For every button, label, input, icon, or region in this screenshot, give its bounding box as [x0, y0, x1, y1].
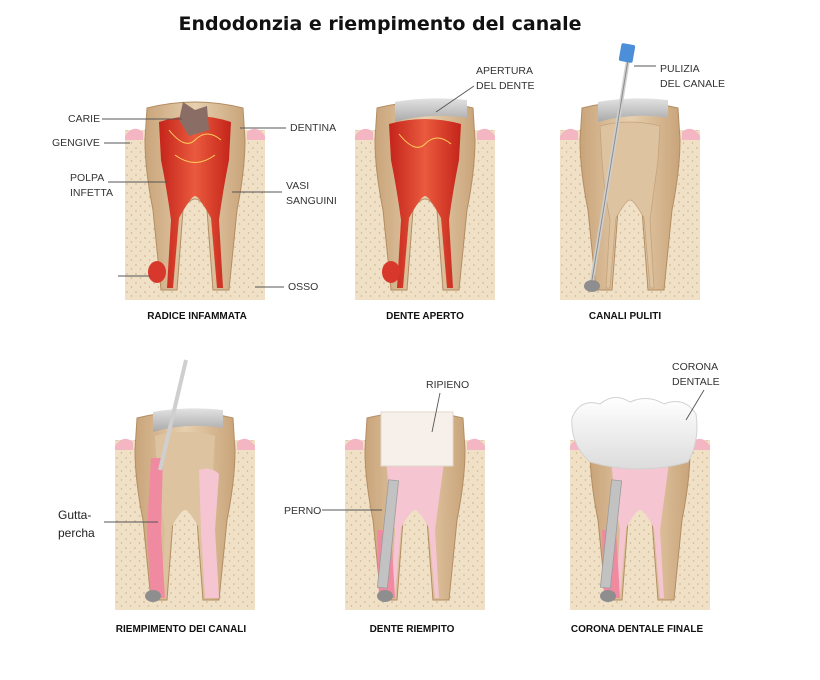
label-vasi-2: SANGUINI — [286, 195, 337, 207]
label-corona-2: DENTALE — [672, 376, 720, 388]
panel-3-labels: PULIZIA DEL CANALE — [634, 63, 725, 90]
label-dentina: DENTINA — [290, 122, 336, 134]
panel-corona-dentale-finale — [569, 411, 711, 611]
label-vasi-1: VASI — [286, 180, 309, 192]
caption-riempimento-canali: RIEMPIMENTO DEI CANALI — [116, 624, 247, 635]
label-apertura-1: APERTURA — [476, 65, 533, 77]
panel-4-labels: Gutta- percha — [58, 508, 158, 540]
label-pulizia-1: PULIZIA — [660, 63, 700, 75]
caption-dente-aperto: DENTE APERTO — [386, 311, 464, 322]
label-ripieno: RIPIENO — [426, 379, 469, 391]
dental-crown — [571, 397, 698, 470]
infected-pulp — [159, 116, 231, 288]
label-polpa-1: POLPA — [70, 172, 104, 184]
gutta-percha — [147, 458, 165, 598]
infected-pulp — [389, 119, 461, 288]
plugger-instrument — [158, 359, 188, 471]
label-polpa-2: INFETTA — [70, 187, 113, 199]
post — [376, 479, 400, 589]
caption-corona-dentale-finale: CORONA DENTALE FINALE — [571, 624, 704, 635]
endodontic-file — [590, 43, 636, 281]
caries — [179, 102, 209, 136]
label-carie: CARIE — [68, 113, 100, 125]
panel-dente-aperto — [354, 98, 496, 301]
label-gutta-2: percha — [58, 526, 95, 540]
panel-riempimento-canali — [114, 408, 256, 611]
label-osso: OSSO — [288, 281, 318, 293]
panel-1-labels: CARIE GENGIVE POLPA INFETTA DENTINA VASI… — [52, 113, 337, 293]
caption-canali-puliti: CANALI PULITI — [589, 311, 661, 322]
caption-radice-infammata: RADICE INFAMMATA — [147, 311, 247, 322]
panel-5-labels: RIPIENO PERNO — [284, 379, 469, 517]
cleaned-cap — [598, 98, 668, 122]
label-gengive: GENGIVE — [52, 137, 100, 149]
caption-dente-riempito: DENTE RIEMPITO — [370, 624, 455, 635]
label-pulizia-2: DEL CANALE — [660, 78, 725, 90]
panel-6-labels: CORONA DENTALE — [672, 361, 720, 421]
label-gutta-1: Gutta- — [58, 508, 91, 522]
label-corona-1: CORONA — [672, 361, 718, 373]
opening-cap — [395, 98, 467, 122]
label-perno: PERNO — [284, 505, 321, 517]
panel-radice-infammata — [124, 101, 266, 301]
label-apertura-2: DEL DENTE — [476, 80, 535, 92]
panel-2-labels: APERTURA DEL DENTE — [435, 65, 535, 113]
filling — [380, 411, 454, 467]
panel-dente-riempito — [344, 411, 486, 611]
panel-canali-puliti — [559, 98, 701, 301]
diagram-title: Endodonzia e riempimento del canale — [179, 13, 582, 35]
